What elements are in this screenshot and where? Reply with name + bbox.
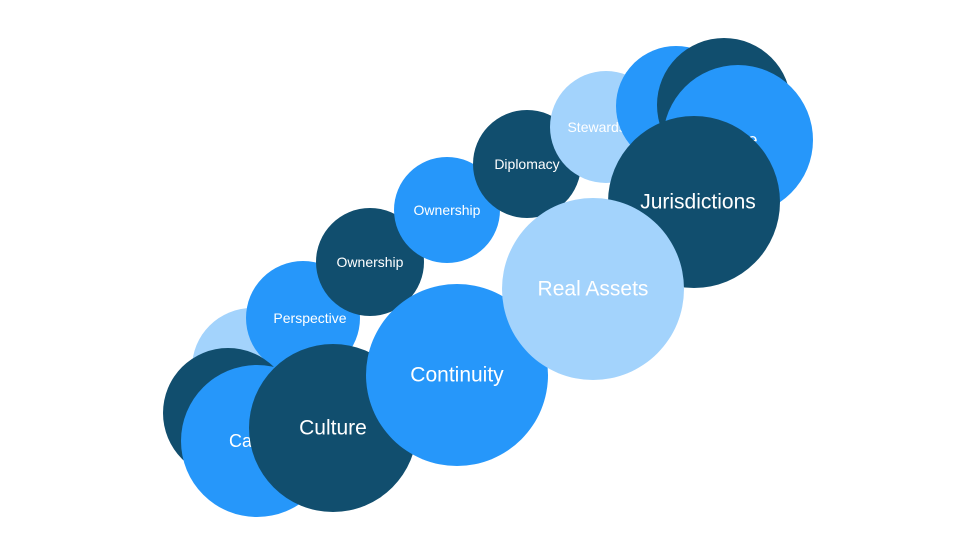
bubble-jurisdictions-label: Jurisdictions xyxy=(640,191,756,214)
bubble-real-assets[interactable]: Real Assets xyxy=(502,198,684,380)
bubble-ownership-upper[interactable]: Ownership xyxy=(394,157,500,263)
bubble-continuity[interactable]: Continuity xyxy=(366,284,548,466)
bubble-perspective-label: Perspective xyxy=(273,310,346,326)
bubble-diplomacy-label: Diplomacy xyxy=(494,156,559,172)
bubble-real-assets-circle[interactable] xyxy=(502,198,684,380)
bubble-real-assets-label: Real Assets xyxy=(538,278,649,301)
bubble-ownership-lower-circle[interactable] xyxy=(316,208,424,316)
bubble-ownership-lower[interactable]: Ownership xyxy=(316,208,424,316)
bubble-continuity-label: Continuity xyxy=(410,364,504,387)
bubble-continuity-circle[interactable] xyxy=(366,284,548,466)
bubble-ownership-upper-circle[interactable] xyxy=(394,157,500,263)
bubble-ownership-upper-label: Ownership xyxy=(414,202,481,218)
bubble-culture-label: Culture xyxy=(299,417,367,440)
bubble-ownership-lower-label: Ownership xyxy=(337,254,404,270)
